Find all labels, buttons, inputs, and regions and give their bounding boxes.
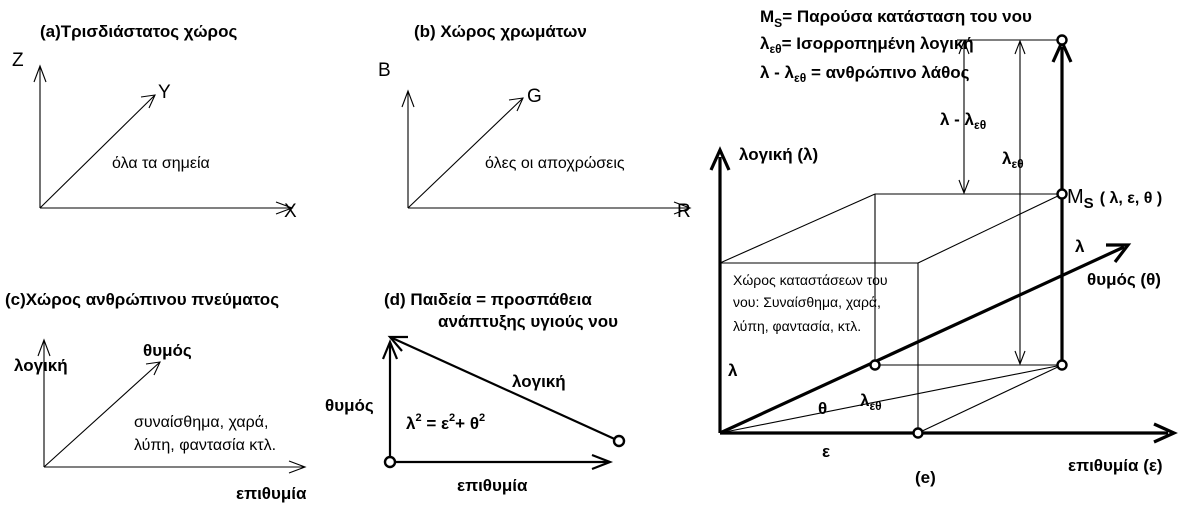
panel-e-box-text-line2: νου: Συναίσθημα, χαρά, — [733, 294, 881, 310]
panel-c-desire-arrowhead — [288, 460, 307, 474]
panel-d-logic-label: λογική — [512, 372, 566, 391]
panel-d-desire-label: επιθυμία — [457, 476, 528, 495]
panel-c-human-mind-space: (c)Χώρος ανθρώπινου πνεύματος λογική θυμ… — [5, 290, 307, 503]
panel-a-three-dimensional-space: (a)Τρισδιάστατος χώρος Z Y X όλα τα σημε… — [12, 22, 297, 222]
panel-e-thymos-axis — [719, 245, 1125, 435]
panel-e-desire-label: επιθυμία (ε) — [1068, 456, 1163, 475]
panel-c-thymos-label: θυμός — [143, 341, 192, 360]
panel-d-title-line2: ανάπτυξης υγιούς νου — [438, 312, 618, 331]
panel-d-logic-hypotenuse — [389, 335, 620, 443]
panel-e-point-eps — [912, 427, 924, 439]
panel-e-caption: (e) — [915, 468, 936, 487]
panel-d-endpoint — [612, 434, 626, 448]
panel-c-desire-label: επιθυμία — [236, 484, 307, 503]
panel-e-box-text-line3: λύπη, φαντασία, κτλ. — [733, 318, 861, 334]
panel-d-education-triangle: (d) Παιδεία = προσπάθεια ανάπτυξης υγιού… — [325, 290, 626, 495]
panel-c-thymos-axis — [43, 361, 161, 468]
panel-d-thymos-label: θυμός — [325, 396, 374, 415]
panel-c-title: (c)Χώρος ανθρώπινου πνεύματος — [5, 290, 279, 309]
panel-d-logic-arrowhead — [387, 335, 408, 352]
panel-e-point-ms — [1056, 188, 1068, 200]
panel-a-y-label: Y — [158, 82, 171, 103]
panel-d-origin-point — [383, 455, 397, 469]
panel-e-theta-label: θ — [818, 399, 827, 418]
panel-a-x-label: X — [284, 201, 297, 222]
panel-e-lambda-right-label: λ — [1075, 237, 1085, 256]
panel-b-r-arrowhead — [673, 201, 692, 215]
panel-b-color-space: (b) Χώρος χρωμάτων B G R όλες οι αποχρώσ… — [378, 22, 692, 222]
panel-e-mind-state-space: MS= Παρούσα κατάσταση του νου λεθ= Ισορρ… — [709, 7, 1178, 487]
panel-b-b-label: B — [378, 60, 391, 81]
panel-e-ms-point-label: MS( λ, ε, θ ) — [1067, 186, 1162, 212]
panel-e-thymos-label: θυμός (θ) — [1087, 270, 1161, 289]
panel-c-caption-line2: λύπη, φαντασία κτλ. — [134, 437, 276, 454]
panel-a-y-axis — [39, 94, 156, 209]
panel-d-title-line1: (d) Παιδεία = προσπάθεια — [384, 290, 592, 309]
panel-e-desire-arrowhead — [1153, 422, 1178, 444]
panel-c-caption-line1: συναίσθημα, χαρά, — [134, 414, 268, 431]
panel-a-caption: όλα τα σημεία — [112, 155, 210, 172]
panel-b-g-axis — [407, 97, 524, 209]
panel-e-legend-leth: λεθ= Ισορροπημένη λογική — [760, 34, 974, 56]
panel-e-box-text-line1: Χώρος καταστάσεων του — [733, 272, 888, 288]
panel-e-legend-error: λ - λεθ = ανθρώπινο λάθος — [760, 63, 970, 85]
panel-a-z-arrowhead — [33, 64, 47, 83]
panel-a-z-label: Z — [12, 50, 24, 71]
panel-e-logic-arrowhead — [709, 146, 731, 171]
panel-e-point-theta — [869, 359, 881, 371]
panel-b-g-label: G — [527, 86, 542, 107]
panel-e-point-base — [1056, 359, 1068, 371]
panel-c-logic-label: λογική — [14, 356, 68, 375]
panel-b-r-label: R — [677, 201, 691, 222]
panel-c-thymos-arrowhead — [145, 361, 161, 376]
panel-a-y-arrowhead — [140, 94, 156, 109]
panel-e-dim-leth-label: λεθ — [1002, 149, 1024, 171]
panel-a-title: (a)Τρισδιάστατος χώρος — [40, 22, 237, 41]
panel-e-thymos-arrowhead — [1106, 243, 1132, 263]
panel-b-caption: όλες οι αποχρώσεις — [485, 155, 625, 172]
panel-e-point-top — [1056, 34, 1068, 46]
panel-e-leth-vector — [719, 364, 1063, 434]
panel-e-leth-label: λεθ — [860, 391, 882, 413]
panel-e-logic-label: λογική (λ) — [739, 145, 818, 164]
panel-b-g-arrowhead — [508, 97, 524, 112]
panel-b-title: (b) Χώρος χρωμάτων — [414, 22, 587, 41]
panel-d-formula: λ2 = ε2+ θ2 — [406, 412, 485, 433]
panel-d-thymos-arrowhead — [381, 339, 399, 360]
panel-e-lambda-left-label: λ — [728, 361, 738, 380]
panel-d-desire-arrowhead — [591, 453, 614, 471]
panel-e-legend-ms: MS= Παρούσα κατάσταση του νου — [760, 7, 1032, 30]
panel-a-x-arrowhead — [275, 201, 294, 215]
panel-e-state-box — [719, 193, 1063, 434]
panel-b-b-arrowhead — [401, 89, 415, 108]
panel-e-dim-error-label: λ - λεθ — [940, 110, 986, 132]
panel-c-logic-arrowhead — [37, 338, 51, 357]
panel-e-eps-label: ε — [822, 442, 830, 461]
